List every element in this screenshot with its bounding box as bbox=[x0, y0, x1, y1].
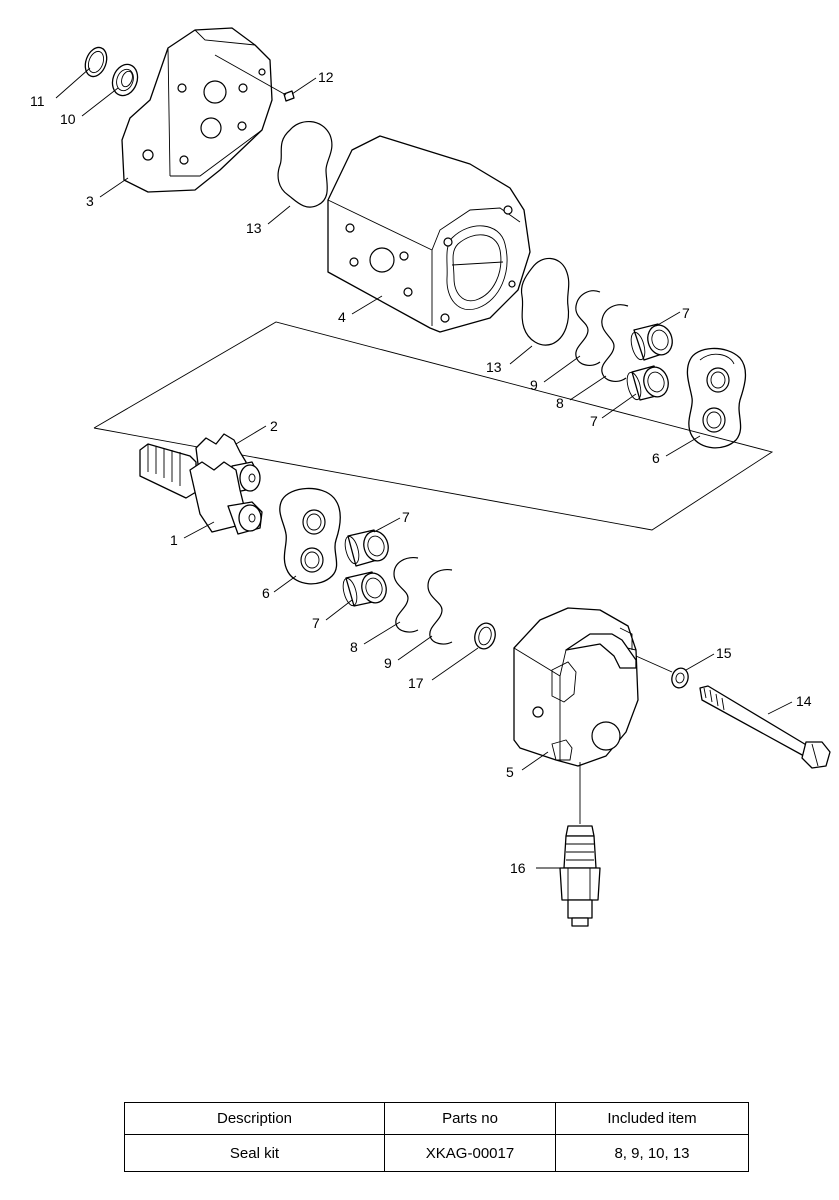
callout-labels: 11 10 12 3 13 4 13 9 8 7 7 6 2 1 6 7 7 8… bbox=[30, 69, 812, 876]
column-header-parts-no: Parts no bbox=[384, 1102, 556, 1135]
part-11-snap-ring bbox=[84, 46, 108, 78]
callout-14: 14 bbox=[796, 693, 812, 709]
part-1-drive-gear-shaft bbox=[139, 443, 263, 535]
seal-kit-table: Description Parts no Included item Seal … bbox=[124, 1102, 749, 1172]
callout-9-upper: 9 bbox=[530, 377, 538, 393]
callout-4: 4 bbox=[338, 309, 346, 325]
leader-lines bbox=[55, 67, 793, 869]
part-7-bushing-upper-b bbox=[626, 365, 669, 401]
part-5-rear-cover bbox=[513, 607, 639, 767]
part-7-bushing-lower-b bbox=[342, 571, 387, 607]
assembly-bracket bbox=[93, 321, 774, 531]
cell-parts-no: XKAG-00017 bbox=[384, 1134, 556, 1172]
callout-12: 12 bbox=[318, 69, 334, 85]
part-7-bushing-lower-a bbox=[344, 529, 389, 567]
cell-included-item: 8, 9, 10, 13 bbox=[555, 1134, 749, 1172]
part-8-seal-lower bbox=[393, 557, 419, 633]
callout-15: 15 bbox=[716, 645, 732, 661]
column-header-included-item: Included item bbox=[555, 1102, 749, 1135]
part-13-gasket-lower bbox=[520, 257, 570, 346]
callout-13-lower: 13 bbox=[486, 359, 502, 375]
callout-7-lower-b: 7 bbox=[312, 615, 320, 631]
part-15-washer bbox=[635, 655, 689, 689]
callout-1: 1 bbox=[170, 532, 178, 548]
callout-16: 16 bbox=[510, 860, 526, 876]
callout-8-lower: 8 bbox=[350, 639, 358, 655]
part-17-o-ring bbox=[474, 622, 496, 650]
table-header-row: Description Parts no Included item bbox=[124, 1102, 749, 1135]
callout-7-lower-a: 7 bbox=[402, 509, 410, 525]
part-7-bushing-upper-a bbox=[630, 323, 673, 361]
part-9-backup-ring-lower bbox=[427, 569, 453, 645]
callout-6-lower: 6 bbox=[262, 585, 270, 601]
part-10-oil-seal bbox=[111, 63, 139, 97]
part-3-front-cover bbox=[121, 27, 273, 193]
callout-10: 10 bbox=[60, 111, 76, 127]
part-9-backup-ring-upper bbox=[575, 290, 601, 366]
part-4-gear-housing bbox=[327, 135, 531, 333]
part-6-side-plate-lower bbox=[279, 487, 341, 585]
part-8-seal-upper bbox=[601, 304, 629, 382]
callout-5: 5 bbox=[506, 764, 514, 780]
table-row: Seal kit XKAG-00017 8, 9, 10, 13 bbox=[124, 1134, 749, 1172]
callout-7-upper-a: 7 bbox=[682, 305, 690, 321]
callout-11: 11 bbox=[30, 93, 45, 109]
column-header-description: Description bbox=[124, 1102, 385, 1135]
part-6-side-plate-upper bbox=[686, 347, 747, 449]
callout-7-upper-b: 7 bbox=[590, 413, 598, 429]
callout-17: 17 bbox=[408, 675, 424, 691]
callout-9-lower: 9 bbox=[384, 655, 392, 671]
callout-2: 2 bbox=[270, 418, 278, 434]
part-12-pin bbox=[214, 54, 295, 102]
part-16-relief-valve bbox=[559, 762, 601, 927]
callout-6-upper: 6 bbox=[652, 450, 660, 466]
callout-8-upper: 8 bbox=[556, 395, 564, 411]
callout-3: 3 bbox=[86, 193, 94, 209]
callout-13-upper: 13 bbox=[246, 220, 262, 236]
part-14-bolt bbox=[699, 685, 831, 769]
cell-description: Seal kit bbox=[124, 1134, 385, 1172]
part-13-gasket-upper bbox=[277, 121, 333, 208]
